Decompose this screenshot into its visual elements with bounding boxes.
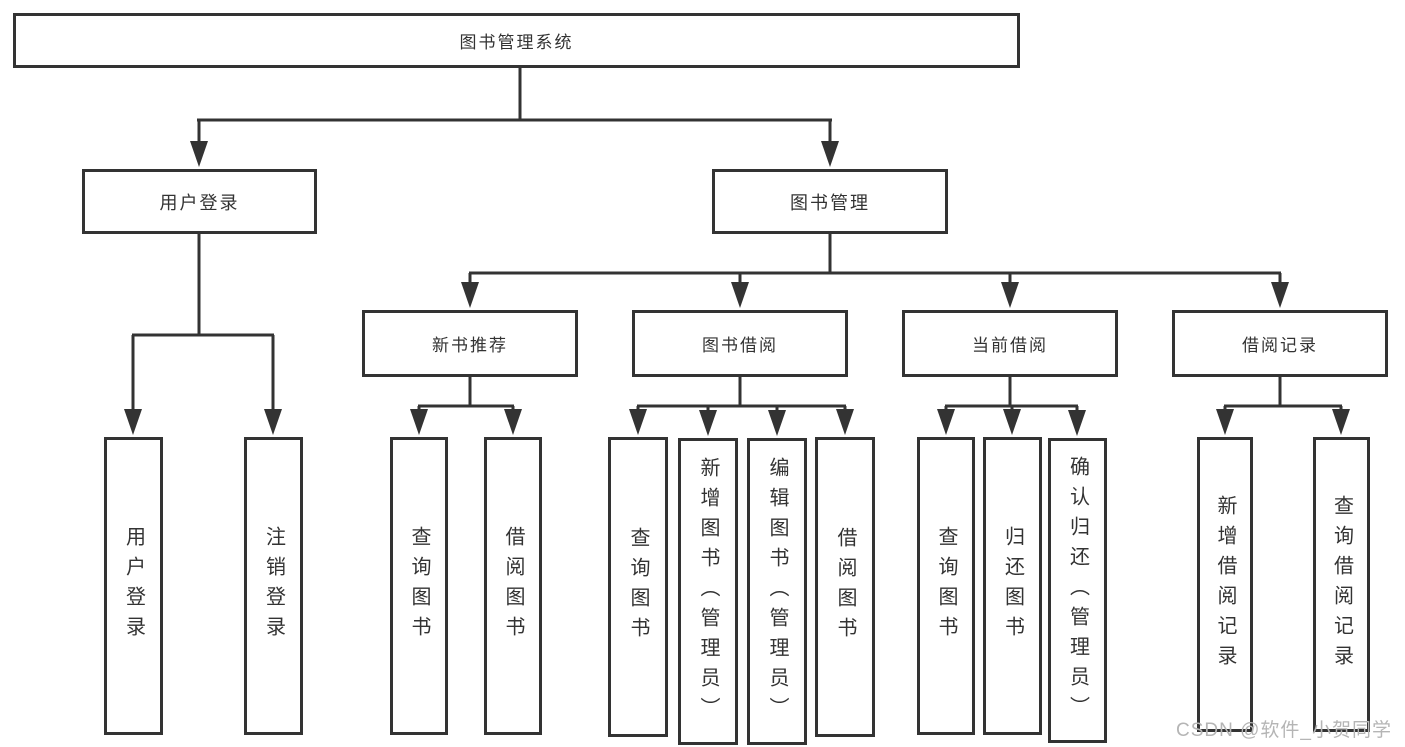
node-label: 查询借阅记录 [1330,494,1353,675]
arrowhead-icon [937,409,955,435]
arrowhead-icon [190,141,208,167]
node-book-borrowing: 图书借阅 [632,310,848,377]
node-current-borrowing: 当前借阅 [902,310,1118,377]
node-label: 归还图书 [1001,526,1024,646]
node-label: 借阅图书 [834,527,856,647]
node-book-management: 图书管理 [712,169,948,234]
node-add-books-admin: 新增图书（管理员） [678,438,738,745]
node-user-login: 用户登录 [82,169,317,234]
arrowhead-icon [821,141,839,167]
node-borrow-books-2: 借阅图书 [815,437,875,737]
node-query-books-1: 查询图书 [390,437,448,735]
node-label: 图书借阅 [702,336,778,355]
node-system-root: 图书管理系统 [13,13,1020,68]
node-label: 用户登录 [122,526,145,646]
node-label: 借阅记录 [1242,336,1318,355]
arrowhead-icon [836,409,854,435]
arrowhead-icon [1271,282,1289,308]
node-query-borrow-record: 查询借阅记录 [1313,437,1370,732]
arrowhead-icon [1003,409,1021,435]
node-query-books-2: 查询图书 [608,437,668,737]
node-label: 新书推荐 [432,336,508,355]
node-label: 查询图书 [408,526,430,646]
node-borrowing-records: 借阅记录 [1172,310,1388,377]
node-label: 用户登录 [159,192,240,213]
node-new-book-recommend: 新书推荐 [362,310,578,377]
node-logout-leaf: 注销登录 [244,437,303,735]
arrowhead-icon [504,409,522,435]
node-label: 查询图书 [627,527,649,647]
arrowhead-icon [1068,410,1086,436]
node-label: 新增借阅记录 [1214,494,1236,675]
node-label: 图书管理 [790,192,870,213]
arrowhead-icon [124,409,142,435]
node-edit-books-admin: 编辑图书（管理员） [747,438,807,745]
arrowhead-icon [461,282,479,308]
node-label: 查询图书 [935,526,957,646]
arrowhead-icon [629,409,647,435]
node-label: 新增图书（管理员） [697,456,719,727]
arrowhead-icon [699,410,717,436]
node-label: 当前借阅 [972,336,1048,355]
node-query-books-3: 查询图书 [917,437,975,735]
node-label: 图书管理系统 [459,33,574,52]
node-label: 确认归还（管理员） [1066,455,1089,726]
node-return-books: 归还图书 [983,437,1042,735]
node-label: 编辑图书（管理员） [766,456,788,727]
arrowhead-icon [410,409,428,435]
node-borrow-books-1: 借阅图书 [484,437,542,735]
arrowhead-icon [264,409,282,435]
arrowhead-icon [1001,282,1019,308]
node-add-borrow-record: 新增借阅记录 [1197,437,1253,732]
node-user-login-leaf: 用户登录 [104,437,163,735]
node-confirm-return-admin: 确认归还（管理员） [1048,438,1107,743]
arrowhead-icon [1216,409,1234,435]
node-label: 注销登录 [262,526,285,646]
arrowhead-icon [1332,409,1350,435]
node-label: 借阅图书 [502,526,524,646]
arrowhead-icon [731,282,749,308]
arrowhead-icon [768,410,786,436]
